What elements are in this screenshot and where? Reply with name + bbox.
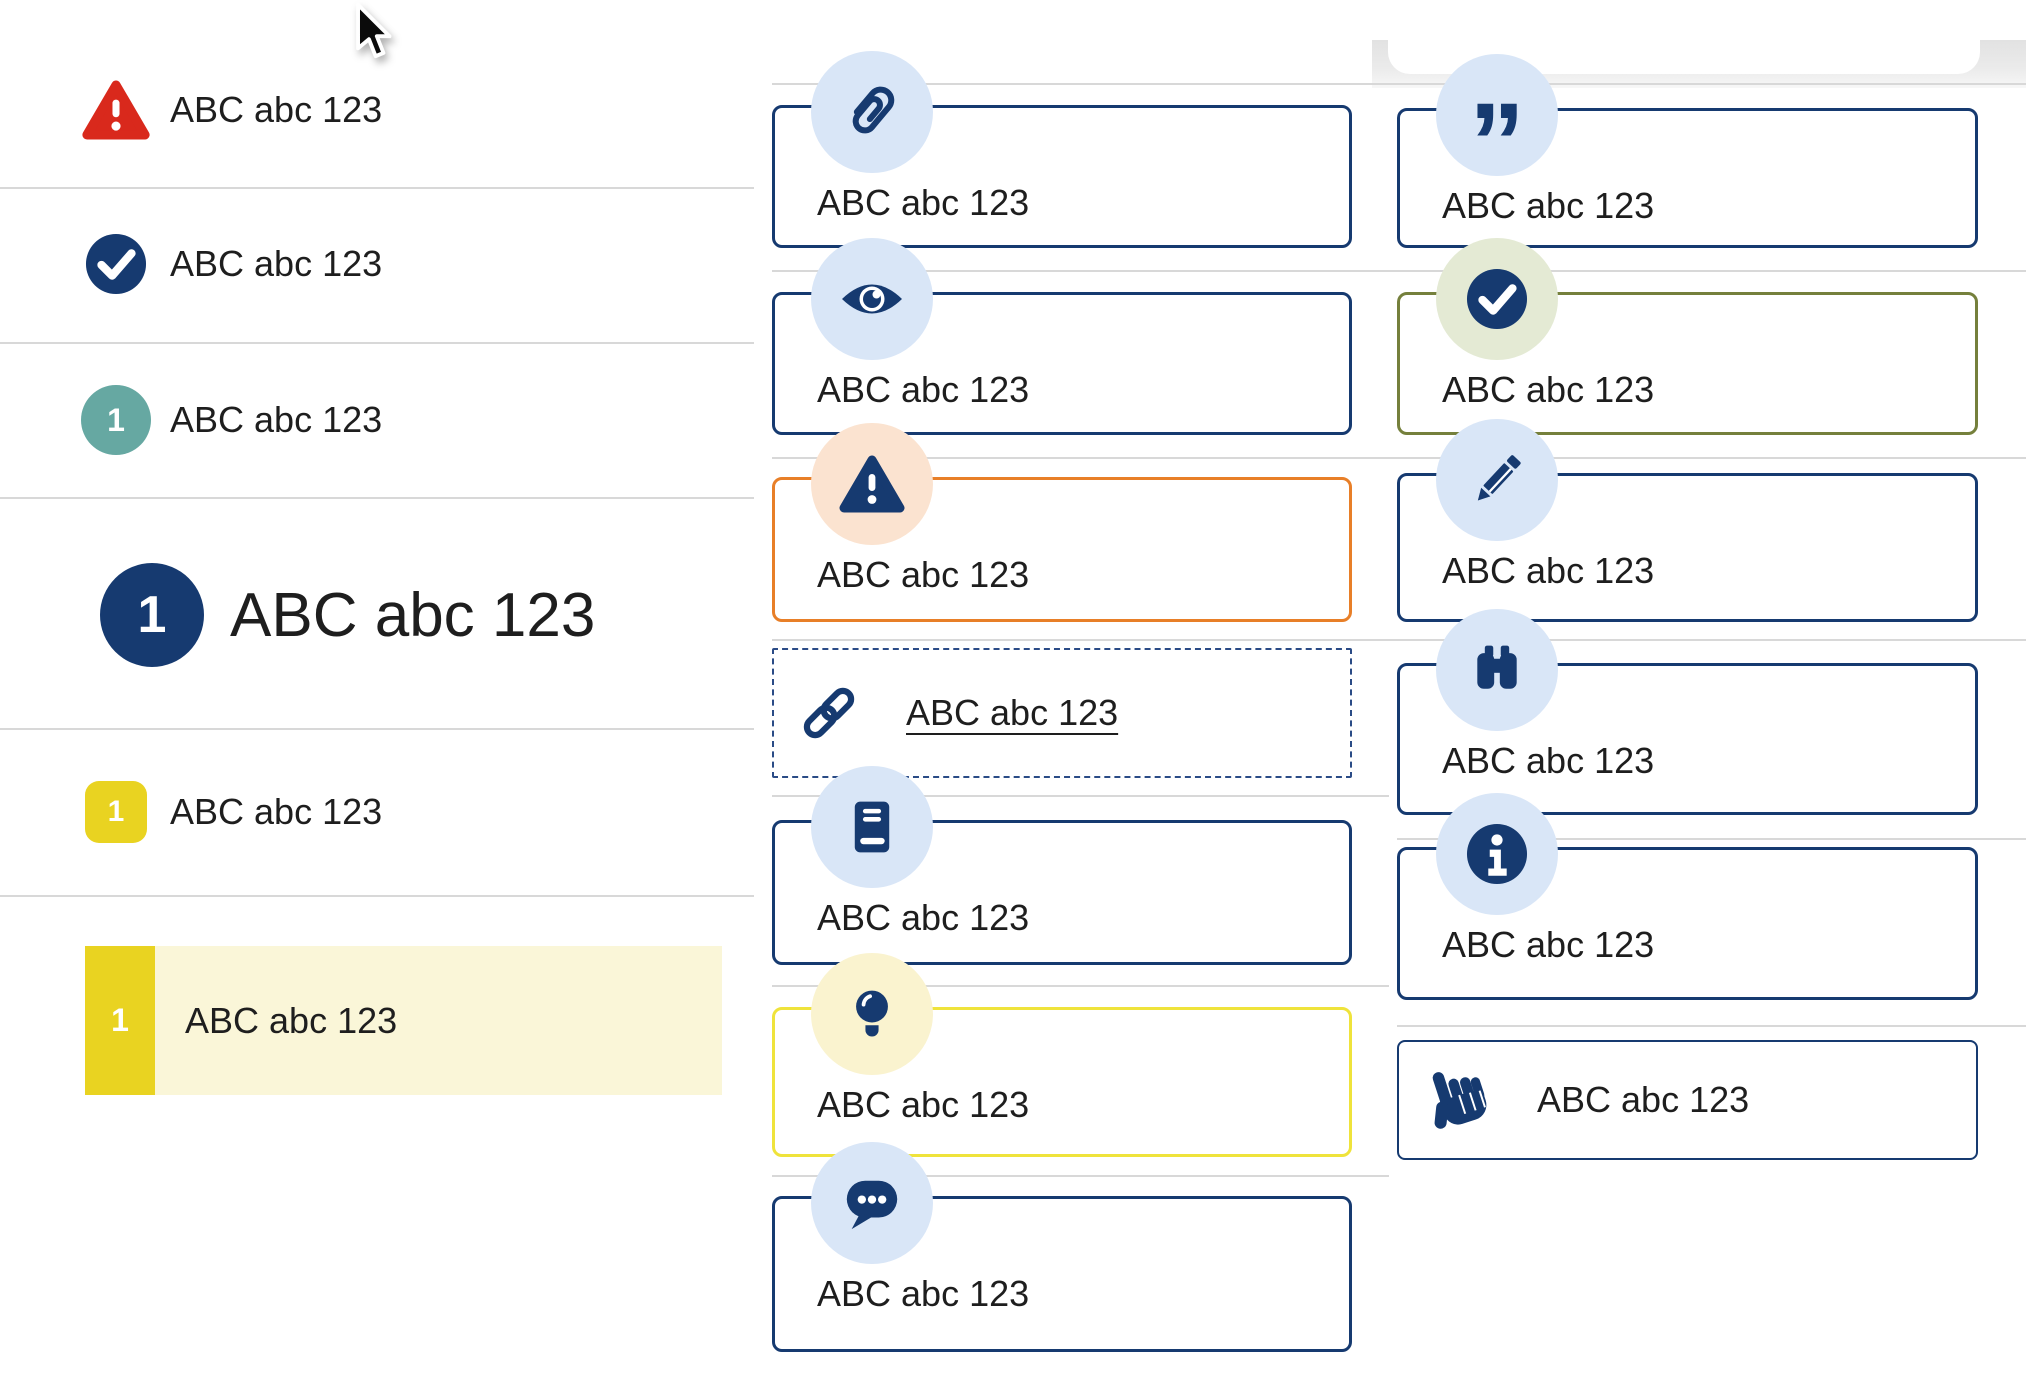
callout-quote: ” ABC abc 123 (1397, 54, 1978, 248)
callout-label: ABC abc 123 (817, 1084, 1030, 1125)
numbered-square-icon: 1 (80, 781, 152, 843)
callout-visibility: ABC abc 123 (772, 238, 1352, 435)
hand-pointer-icon (1423, 1065, 1493, 1135)
divider (0, 342, 754, 344)
callout-warning: ABC abc 123 (772, 423, 1352, 622)
divider (0, 497, 754, 499)
check-circle-icon (1436, 238, 1558, 360)
divider (1397, 838, 2026, 840)
step-number-badge: 1 (81, 385, 151, 455)
list-item-step-yellow: 1 ABC abc 123 (80, 767, 382, 857)
divider (772, 639, 2026, 641)
divider (772, 270, 2026, 272)
callout-edit: ABC abc 123 (1397, 419, 1978, 622)
callout-label: ABC abc 123 (1537, 1079, 1750, 1120)
list-item-label: ABC abc 123 (185, 999, 398, 1041)
callout-label: ABC abc 123 (1442, 550, 1655, 591)
callout-link-text[interactable]: ABC abc 123 (906, 692, 1119, 733)
paperclip-icon (811, 51, 933, 173)
callout-label: ABC abc 123 (1442, 185, 1655, 226)
list-item-check: ABC abc 123 (80, 219, 382, 309)
info-icon (1436, 793, 1558, 915)
divider (772, 83, 2026, 85)
callout-label: ABC abc 123 (1442, 369, 1655, 410)
alert-triangle-icon (811, 423, 933, 545)
divider (0, 728, 754, 730)
callout-link: ABC abc 123 (772, 648, 1352, 778)
binoculars-icon (1436, 609, 1558, 731)
book-icon (811, 766, 933, 888)
list-item-label: ABC abc 123 (230, 580, 596, 650)
callout-attachment: ABC abc 123 (772, 51, 1352, 248)
list-item-label: ABC abc 123 (170, 89, 383, 130)
step-number-badge: 1 (85, 781, 147, 843)
quote-icon: ” (1436, 54, 1558, 199)
callout-label: ABC abc 123 (817, 897, 1030, 938)
eye-icon (811, 238, 933, 360)
check-circle-icon (80, 233, 152, 295)
callout-reference: ABC abc 123 (772, 766, 1352, 965)
callout-label: ABC abc 123 (817, 369, 1030, 410)
list-item-warning: ABC abc 123 (80, 65, 382, 155)
divider (1397, 1025, 2026, 1027)
list-item-label: ABC abc 123 (170, 399, 383, 440)
divider (772, 1175, 1389, 1177)
callout-comment: ABC abc 123 (772, 1142, 1352, 1352)
alert-triangle-icon (80, 80, 152, 140)
callout-label: ABC abc 123 (817, 554, 1030, 595)
callout-tip: ABC abc 123 (772, 953, 1352, 1157)
numbered-circle-icon: 1 (80, 385, 152, 455)
callout-label: ABC abc 123 (817, 182, 1030, 223)
list-item-step: 1 ABC abc 123 (80, 375, 382, 465)
step-number-badge: 1 (100, 563, 204, 667)
list-item-label: ABC abc 123 (170, 243, 383, 284)
chat-icon (811, 1142, 933, 1264)
lightbulb-icon (811, 953, 933, 1075)
divider (772, 795, 1389, 797)
callout-label: ABC abc 123 (817, 1273, 1030, 1314)
list-item-label: ABC abc 123 (170, 791, 383, 832)
numbered-circle-large-icon: 1 (100, 563, 204, 667)
callout-search: ABC abc 123 (1397, 609, 1978, 815)
callout-action: ABC abc 123 (1397, 1040, 1978, 1160)
list-item-step-large: 1 ABC abc 123 (100, 553, 595, 677)
mouse-cursor (352, 2, 398, 73)
divider (0, 187, 754, 189)
callout-info: ABC abc 123 (1397, 793, 1978, 1000)
divider (0, 895, 754, 897)
pencil-icon (1436, 419, 1558, 541)
callout-success: ABC abc 123 (1397, 238, 1978, 435)
divider (772, 457, 2026, 459)
callout-label: ABC abc 123 (1442, 740, 1655, 781)
divider (772, 985, 1389, 987)
link-icon (796, 680, 862, 746)
step-number-bar: 1 (85, 946, 155, 1095)
list-item-highlighted: 1 ABC abc 123 (85, 946, 722, 1095)
callout-label: ABC abc 123 (1442, 924, 1655, 965)
